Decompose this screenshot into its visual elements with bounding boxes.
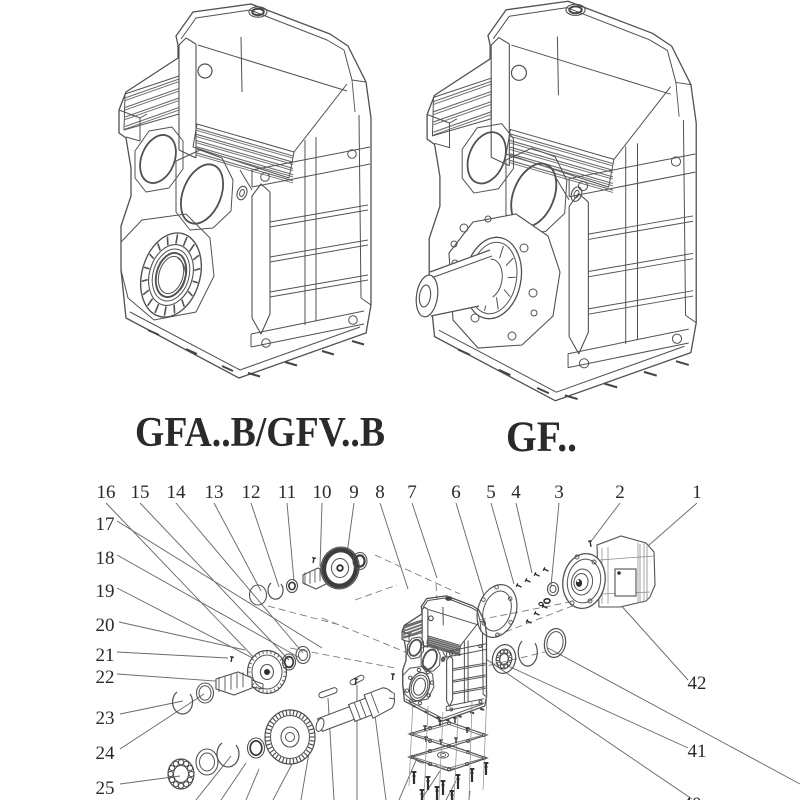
svg-text:GF..: GF..	[506, 414, 577, 461]
svg-text:24: 24	[96, 743, 116, 764]
svg-text:3: 3	[554, 482, 564, 503]
svg-text:4: 4	[511, 482, 521, 503]
svg-text:21: 21	[96, 645, 115, 666]
svg-text:18: 18	[96, 548, 115, 569]
svg-text:22: 22	[96, 667, 115, 688]
svg-text:42: 42	[688, 673, 707, 694]
svg-text:10: 10	[313, 482, 332, 503]
svg-text:23: 23	[96, 708, 115, 729]
svg-text:25: 25	[96, 778, 115, 799]
svg-text:19: 19	[96, 581, 115, 602]
svg-text:17: 17	[96, 514, 115, 535]
svg-text:40: 40	[683, 794, 702, 800]
svg-text:12: 12	[242, 482, 261, 503]
svg-text:20: 20	[96, 615, 115, 636]
svg-text:5: 5	[486, 482, 496, 503]
svg-text:9: 9	[349, 482, 359, 503]
svg-text:13: 13	[205, 482, 224, 503]
svg-text:16: 16	[97, 482, 116, 503]
svg-text:GFA..B/GFV..B: GFA..B/GFV..B	[135, 410, 385, 456]
svg-text:14: 14	[167, 482, 187, 503]
svg-text:7: 7	[407, 482, 417, 503]
svg-text:15: 15	[131, 482, 150, 503]
svg-text:41: 41	[688, 741, 707, 762]
svg-text:2: 2	[615, 482, 625, 503]
svg-text:8: 8	[375, 482, 385, 503]
svg-text:11: 11	[278, 482, 296, 503]
svg-text:1: 1	[692, 482, 702, 503]
svg-text:6: 6	[451, 482, 461, 503]
